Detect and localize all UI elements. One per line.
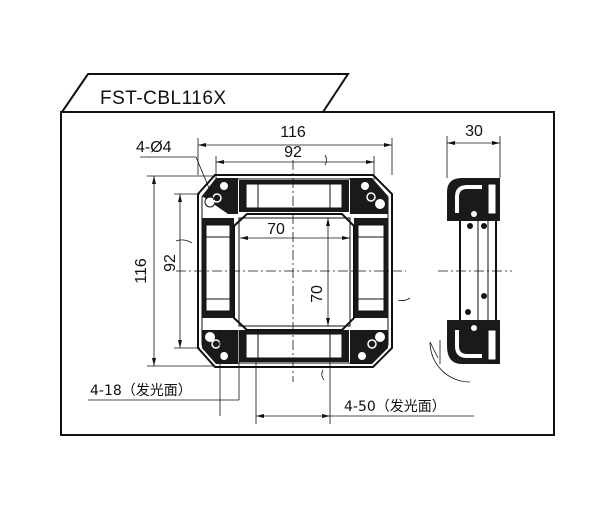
center-opening [233, 213, 355, 331]
side-callout: 4-50（发光面） [344, 399, 446, 415]
side-bottom-bracket [447, 320, 500, 364]
side-top-bracket [447, 178, 500, 221]
drawing-frame [60, 111, 555, 436]
model-title: FST-CBL116X [100, 88, 227, 109]
side-view: 30 [429, 123, 512, 383]
dim-height-outer: 116 [133, 258, 150, 284]
dim-height-inner: 70 [309, 285, 326, 303]
dim-width-outer: 116 [280, 124, 306, 141]
dim-height-holes: 92 [162, 254, 179, 272]
dim-width-inner: 70 [267, 221, 285, 238]
front-dimensions: 116 92 70 116 92 70 4-Ø4 [88, 124, 474, 424]
hole-callout: 4-Ø4 [136, 139, 172, 156]
title-tab: FST-CBL116X [60, 73, 350, 113]
dim-width-holes: 92 [284, 144, 302, 161]
front-view [175, 154, 411, 382]
corner-block-bottom-right [350, 330, 388, 364]
corner-callout: 4-18（发光面） [90, 383, 192, 399]
corner-block-top-left [202, 178, 238, 214]
corner-block-top-right [350, 178, 388, 214]
dim-depth: 30 [465, 123, 483, 140]
